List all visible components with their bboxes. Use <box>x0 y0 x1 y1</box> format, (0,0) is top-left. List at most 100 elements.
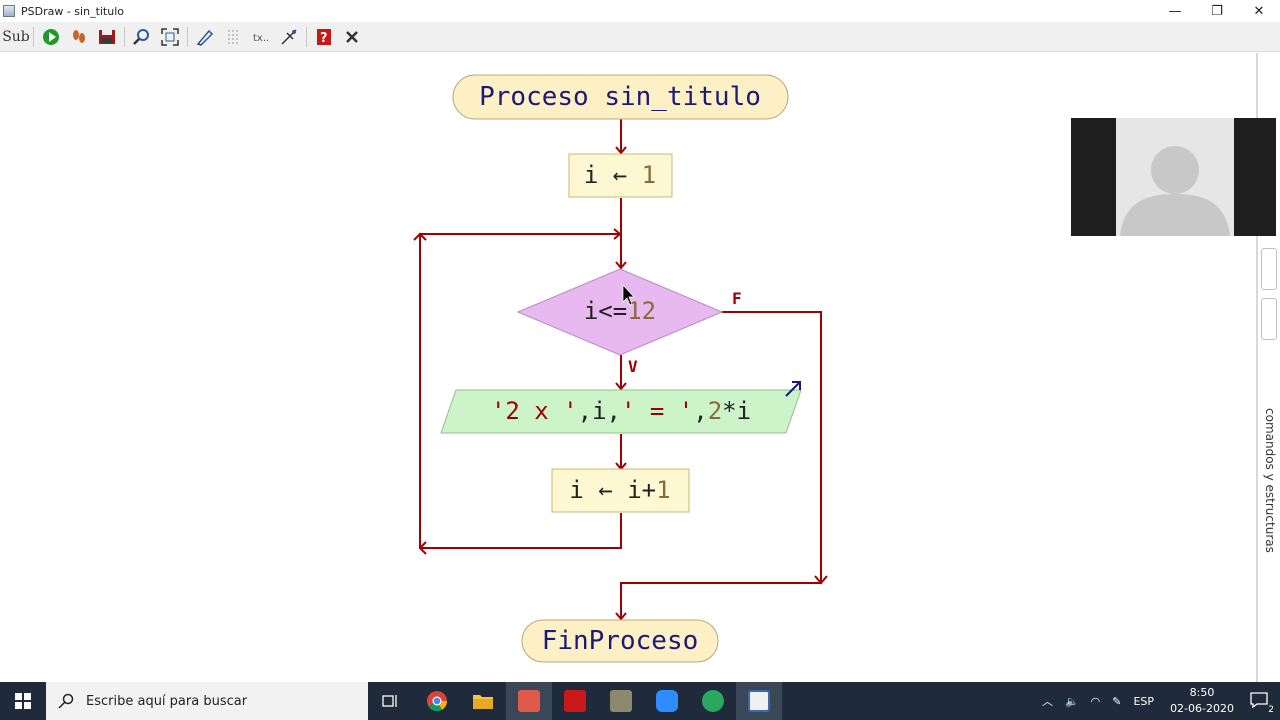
help-icon: ? <box>317 28 331 46</box>
side-tab-hints[interactable] <box>1261 298 1277 340</box>
comments-button[interactable] <box>219 24 247 50</box>
true-label: V <box>628 357 638 376</box>
notifications-button[interactable]: 2 <box>1250 691 1274 715</box>
edit-icon <box>196 29 214 46</box>
assign-increment-value: 1 <box>656 476 670 504</box>
zoom-meeting-icon <box>656 690 678 712</box>
side-tab-variables[interactable] <box>1261 248 1277 290</box>
step-button[interactable] <box>65 24 93 50</box>
fit-icon <box>161 27 179 46</box>
close-window-button[interactable]: ✕ <box>1253 3 1265 19</box>
text-button[interactable]: tx.. <box>247 24 275 50</box>
title-bar: PSDraw - sin_titulo — ❐ ✕ <box>0 0 1280 22</box>
output-number: 2 <box>708 397 722 425</box>
close-button[interactable] <box>338 24 366 50</box>
restore-button[interactable]: ❐ <box>1211 3 1223 19</box>
taskbar-psdraw[interactable] <box>736 682 782 720</box>
windows-icon <box>15 693 31 709</box>
gallery-icon <box>610 690 632 712</box>
minimize-button[interactable]: — <box>1168 3 1182 19</box>
false-label: F <box>732 289 742 308</box>
sub-label: Sub <box>2 28 30 45</box>
play-icon <box>43 28 59 45</box>
footsteps-icon <box>73 29 85 43</box>
save-button[interactable] <box>93 24 121 50</box>
assign-init-value: 1 <box>642 161 656 189</box>
taskbar-chrome[interactable] <box>414 682 460 720</box>
notification-icon <box>1250 691 1268 708</box>
assign-increment-box[interactable] <box>551 468 690 513</box>
webcam-overlay <box>1071 118 1276 236</box>
output-var: ,i, <box>578 397 621 425</box>
pen-icon[interactable]: ✎ <box>1112 694 1122 708</box>
toolbar-separator <box>33 26 34 47</box>
decision-text: i<=12 <box>584 297 656 325</box>
system-tray: ︿ 🔈 ◠ ✎ ESP 8:50 02-06-2020 2 <box>1036 682 1280 720</box>
output-comma: , <box>693 397 707 425</box>
start-button[interactable] <box>0 682 46 720</box>
psdraw-icon <box>748 690 770 712</box>
folder-icon <box>473 695 493 709</box>
taskbar-app-gallery[interactable] <box>598 682 644 720</box>
network-icon[interactable]: ◠ <box>1090 694 1101 708</box>
side-tab-commands[interactable]: comandos y estructuras <box>1263 408 1277 553</box>
zoom-button[interactable] <box>128 24 156 50</box>
toolbar: Sub tx.. ? <box>0 22 1280 52</box>
taskbar-search[interactable]: Escribe aquí para buscar <box>46 682 368 720</box>
language-indicator[interactable]: ESP <box>1133 694 1155 708</box>
output-arrow-icon <box>785 381 801 397</box>
output-string-1: '2 x ' <box>491 397 578 425</box>
zoom-icon <box>133 28 149 45</box>
toolbar-separator <box>306 26 307 47</box>
assign-increment-left: i ← i+ <box>569 476 656 504</box>
clock-time: 8:50 <box>1189 686 1215 699</box>
clock[interactable]: 8:50 02-06-2020 <box>1170 685 1234 717</box>
assign-init-var: i <box>584 161 598 189</box>
taskbar-zoom[interactable] <box>644 682 690 720</box>
flowchart: Proceso sin_titulo i ← 1 i<=12 F V '2 x … <box>413 74 828 663</box>
output-parallelogram[interactable] <box>440 389 802 434</box>
decision-value: 12 <box>627 297 656 325</box>
clock-date: 02-06-2020 <box>1170 702 1234 715</box>
edit-button[interactable] <box>191 24 219 50</box>
assign-init-box[interactable] <box>568 153 673 198</box>
run-button[interactable] <box>37 24 65 50</box>
sub-button[interactable]: Sub <box>2 24 30 50</box>
svg-text:tx..: tx.. <box>253 33 269 44</box>
mouse-cursor-icon <box>622 284 635 306</box>
text-icon: tx.. <box>253 33 269 44</box>
notification-count: 2 <box>1268 704 1274 715</box>
output-expression: *i <box>722 397 751 425</box>
search-icon <box>58 693 74 709</box>
assign-increment-text: i ← i+1 <box>569 476 670 504</box>
taskbar-chrome-profile[interactable] <box>690 682 736 720</box>
svg-text:?: ? <box>320 31 328 46</box>
decision-diamond[interactable] <box>516 268 724 356</box>
comments-icon <box>228 29 238 44</box>
search-placeholder: Escribe aquí para buscar <box>86 693 248 709</box>
app-icon-red <box>518 690 540 712</box>
task-view-button[interactable] <box>368 682 414 720</box>
acrobat-icon <box>564 690 586 712</box>
taskbar-file-explorer[interactable] <box>460 682 506 720</box>
volume-icon[interactable]: 🔈 <box>1064 694 1079 708</box>
end-terminal[interactable] <box>521 619 719 663</box>
window-controls: — ❐ ✕ <box>1154 0 1280 22</box>
toolbar-separator <box>187 26 188 47</box>
connector-lines <box>413 119 828 621</box>
tool-button[interactable] <box>275 24 303 50</box>
fit-button[interactable] <box>156 24 184 50</box>
start-label: Proceso sin_titulo <box>479 82 761 112</box>
taskbar-acrobat[interactable] <box>552 682 598 720</box>
taskbar-app-active[interactable] <box>506 682 552 720</box>
chevron-up-icon[interactable]: ︿ <box>1041 695 1053 708</box>
flowchart-canvas[interactable]: Proceso sin_titulo i ← 1 i<=12 F V '2 x … <box>0 53 1256 682</box>
output-text: '2 x ',i,' = ',2*i <box>491 397 751 425</box>
save-icon <box>99 29 115 44</box>
help-button[interactable]: ? <box>310 24 338 50</box>
chrome-profile-icon <box>702 690 724 712</box>
avatar-placeholder-icon <box>1120 146 1230 236</box>
tool-icon <box>281 28 297 45</box>
start-terminal[interactable] <box>452 74 789 120</box>
taskbar: Escribe aquí para buscar ︿ 🔈 ◠ ✎ ESP 8:5… <box>0 682 1280 720</box>
